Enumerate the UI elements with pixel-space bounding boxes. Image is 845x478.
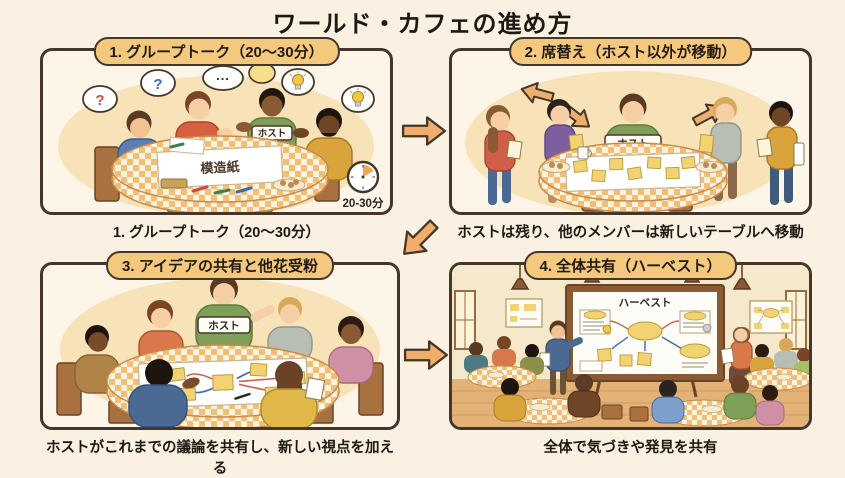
pen: [234, 392, 251, 400]
audience-table-left: [464, 336, 544, 389]
page-title: ワールド・カフェの進め方: [272, 11, 573, 38]
ellipsis-dots: ...: [216, 68, 230, 83]
wall-poster-right: [749, 300, 793, 334]
board-card-right: [679, 310, 712, 334]
host-badge: [197, 316, 251, 334]
mug: [577, 146, 592, 160]
timer-clock-icon: [346, 160, 380, 194]
panel-2-illustration: ホスト: [452, 51, 809, 212]
whiteboard: ハーベスト: [565, 284, 725, 398]
timer-label: 20-30分: [343, 196, 384, 210]
presenter-man: [539, 320, 583, 395]
panel-1-header-label: 1. グループトーク（20〜30分）: [109, 44, 324, 61]
audience-table-bottom-right: [629, 376, 785, 427]
markers: [169, 142, 253, 195]
audience-table-bottom-left: [493, 374, 623, 425]
panel-3-illustration: ホスト: [43, 265, 397, 427]
person-walking-mustard: [756, 101, 805, 205]
question-mark-blue: ?: [153, 76, 162, 93]
panel-2-scene: ホスト: [465, 71, 805, 212]
snack-plate: [160, 178, 306, 192]
panel-4-caption: 全体で気づきや発見を共有: [543, 440, 718, 456]
person-back-blue: [128, 359, 200, 427]
panel-1-illustration: ホスト 模造紙: [43, 51, 390, 212]
snack-plates: [541, 161, 725, 173]
board-card-left: [579, 309, 612, 335]
panel-2-header-label: 2. 席替え（ホスト以外が移動）: [524, 44, 737, 61]
lightbulb-icon: [289, 71, 307, 90]
board-stickies: [579, 347, 652, 372]
speech-bubble-yellow: [248, 62, 276, 84]
butcher-paper-label: 模造紙: [200, 159, 240, 176]
panel-3-caption: ホストがこれまでの議論を共有し、新しい視点を加える: [46, 440, 394, 477]
person-pink-top: [328, 316, 374, 384]
speech-bubble-idea-2: [341, 85, 375, 113]
question-mark-red: ?: [95, 92, 104, 109]
panel-4-header: 4. 全体共有（ハーベスト）: [523, 251, 738, 280]
audience-table-right: [743, 338, 809, 391]
flow-arrow-step2-to-step3: [389, 209, 448, 268]
window-left: [454, 290, 476, 350]
board-oval-lower-right: [679, 343, 711, 368]
panel-2-seat-change: 2. 席替え（ホスト以外が移動）: [449, 37, 812, 215]
host-badge-label: ホスト: [258, 129, 287, 140]
panel-4-scene: ハーベスト: [452, 265, 809, 427]
flow-arrow-step1-to-step2: [401, 112, 447, 150]
panel-1-header: 1. グループトーク（20〜30分）: [93, 37, 340, 66]
panel-3-cross-pollination: 3. アイデアの共有と他花受粉: [40, 251, 400, 430]
panel-3-header-label: 3. アイデアの共有と他花受粉: [122, 258, 318, 275]
person-walking-red: [484, 105, 523, 205]
note-sheet: [304, 377, 326, 401]
panel-1-caption: 1. グループトーク（20〜30分）: [112, 225, 320, 241]
panel-1-group-talk: 1. グループトーク（20〜30分）: [40, 37, 393, 215]
person-back-yellow: [260, 361, 326, 427]
note-card: [756, 137, 773, 158]
note-card: [506, 139, 523, 160]
lightbulb-icon: [349, 88, 367, 107]
panel-3-scene: ホスト: [56, 275, 384, 427]
board-title: ハーベスト: [619, 297, 672, 309]
wall-poster-left: [505, 298, 543, 328]
person-host-standing: ホスト: [195, 275, 275, 354]
speech-bubble-ellipsis: ...: [202, 65, 244, 91]
speech-bubble-question-blue: ?: [140, 69, 176, 97]
panel-4-header-label: 4. 全体共有（ハーベスト）: [539, 258, 722, 275]
board-center-node: [627, 321, 663, 341]
panel-1-scene: ホスト 模造紙: [58, 62, 384, 212]
flow-arrow-step3-to-step4: [403, 336, 449, 374]
panel-2-caption: ホストは残り、他のメンバーは新しいテーブルへ移動: [457, 225, 804, 241]
butcher-paper: 模造紙: [156, 136, 284, 189]
panel-4-illustration: ハーベスト: [452, 265, 809, 427]
panel-4-harvest: 4. 全体共有（ハーベスト）: [449, 251, 812, 430]
note-card: [698, 133, 715, 154]
speech-bubble-idea-1: [281, 68, 315, 96]
host-badge-label: ホスト: [208, 320, 240, 332]
move-arrow-left: [520, 82, 555, 104]
panel-3-header: 3. アイデアの共有と他花受粉: [106, 251, 334, 280]
panel-2-header: 2. 席替え（ホスト以外が移動）: [508, 37, 753, 66]
speech-bubble-question-red: ?: [82, 85, 118, 113]
